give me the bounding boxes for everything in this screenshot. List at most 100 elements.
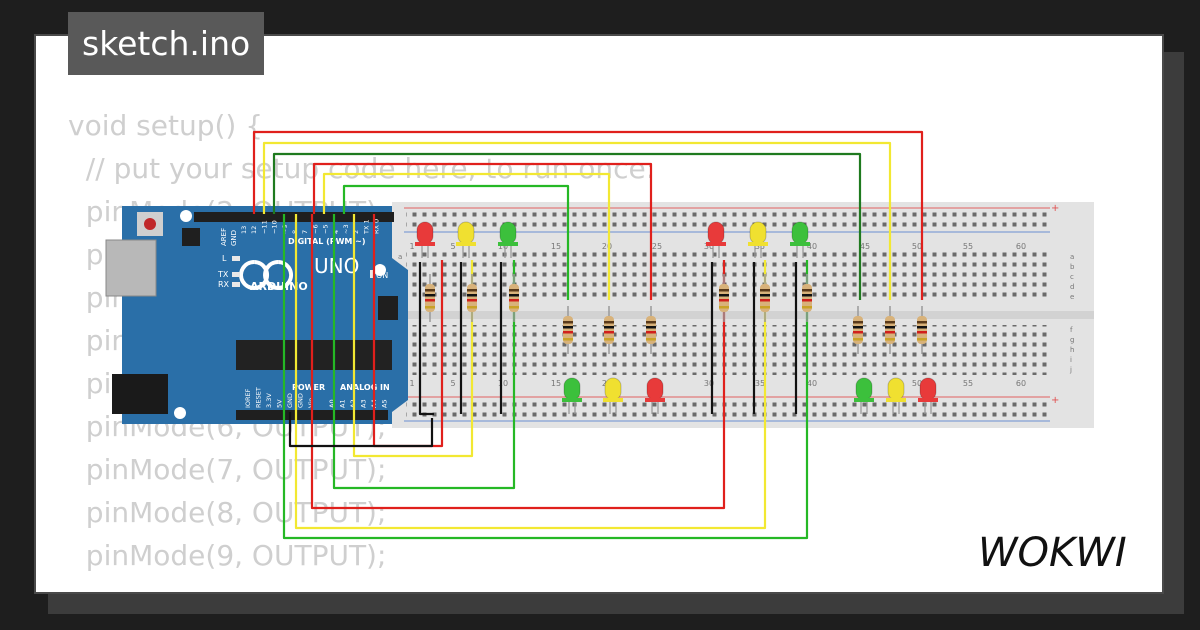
power-pin-label: IOREF [244,388,252,408]
resistor-band [719,299,729,302]
row-letter: e [1070,293,1074,301]
column-number: 10 [498,242,508,251]
led[interactable] [457,221,475,245]
resistor-band [719,306,729,309]
led-base [562,398,582,402]
wire-yellow[interactable] [352,214,474,458]
code-line: pinMode(9, OUTPUT); [68,539,387,572]
led-base [748,242,768,246]
resistor-band [802,294,812,297]
led[interactable] [646,377,664,401]
power-pin-label: 5V [276,399,284,408]
led[interactable] [563,377,581,401]
wire-yellow[interactable] [322,172,611,300]
bottom-rail-holes [406,400,1048,420]
digital-pin-label: ~11 [260,220,268,234]
resistor-band [885,338,895,341]
column-number: 50 [912,242,922,251]
file-tab[interactable]: sketch.ino [68,12,265,75]
column-number: 15 [551,379,561,388]
power-jack [112,374,168,414]
digital-pin-label: RX 0 [373,219,381,234]
digital-pin-label: 2 [352,230,360,234]
led[interactable] [499,221,517,245]
mount-hole [174,407,186,419]
rail-plus-label-bottom: + [1051,395,1059,406]
resistor-band [646,338,656,341]
digital-pin-label: ~6 [311,224,319,234]
resistor-band [802,289,812,292]
led[interactable] [791,221,809,245]
wire-dark-green[interactable] [272,152,862,300]
resistor-band [646,331,656,334]
power-header-label: POWER [292,383,325,392]
digital-pin-label: 12 [250,226,258,234]
led-base [603,398,623,402]
resistor-band [760,299,770,302]
digital-pin-label: 7 [301,230,309,234]
led-base [456,242,476,246]
led-base [415,242,435,246]
resistor-band [509,306,519,309]
led[interactable] [749,221,767,245]
code-line: pinMode(7, OUTPUT); [68,453,387,486]
row-letter: f [1070,326,1073,334]
column-number: 50 [912,379,922,388]
wire-black[interactable] [418,262,434,416]
resistor-band [604,326,614,329]
wire-green[interactable] [342,184,570,300]
led[interactable] [887,377,905,401]
resistor-band [917,326,927,329]
code-line: void setup() { [68,109,264,142]
wire-red[interactable] [312,162,653,300]
led-base [498,242,518,246]
wokwi-logo: WOKWI [978,530,1127,576]
resistor-band [425,306,435,309]
microcontroller-chip [236,340,392,370]
column-number: 45 [860,242,870,251]
wire-yellow[interactable] [294,214,767,530]
arduino-model: UNO [314,254,359,278]
resistor-band [563,331,573,334]
led[interactable] [416,221,434,245]
icsp-header [182,228,200,246]
wire-green[interactable] [282,214,809,540]
wire-red[interactable] [310,214,726,510]
resistor-band [917,321,927,324]
column-number: 40 [807,242,817,251]
digital-pin-label: ~5 [322,224,330,234]
wires [252,130,924,540]
led-base [645,398,665,402]
resistor-band [563,321,573,324]
led[interactable] [855,377,873,401]
wire-black[interactable] [288,412,434,448]
column-number: 10 [498,379,508,388]
led[interactable] [604,377,622,401]
wire-yellow[interactable] [262,141,892,300]
column-number: 20 [602,242,612,251]
column-number: 35 [755,379,765,388]
wire-green[interactable] [332,214,516,490]
digital-pin-label: ~10 [271,220,279,234]
led[interactable] [707,221,725,245]
leds [415,221,938,414]
mount-hole [180,210,192,222]
row-letter: c [1070,273,1074,281]
resistor-band [917,338,927,341]
resistor-band [853,326,863,329]
column-number: 60 [1016,379,1026,388]
resistor-band [425,299,435,302]
analog-pin-label: A3 [360,399,368,408]
aref-label: AREF [220,228,228,246]
wire-red[interactable] [252,130,924,300]
rail-plus-label: + [1051,203,1059,214]
arduino-uno[interactable]: ARDUINO UNO DIGITAL (PWM ~) POWER ANALOG… [105,206,408,424]
column-number: 15 [551,242,561,251]
digital-pin-label: TX 1 [362,219,370,235]
column-number: 5 [450,379,455,388]
resistor-band [719,294,729,297]
led-base [918,398,938,402]
reset-button[interactable] [144,218,156,230]
resistor-band [885,321,895,324]
led[interactable] [919,377,937,401]
